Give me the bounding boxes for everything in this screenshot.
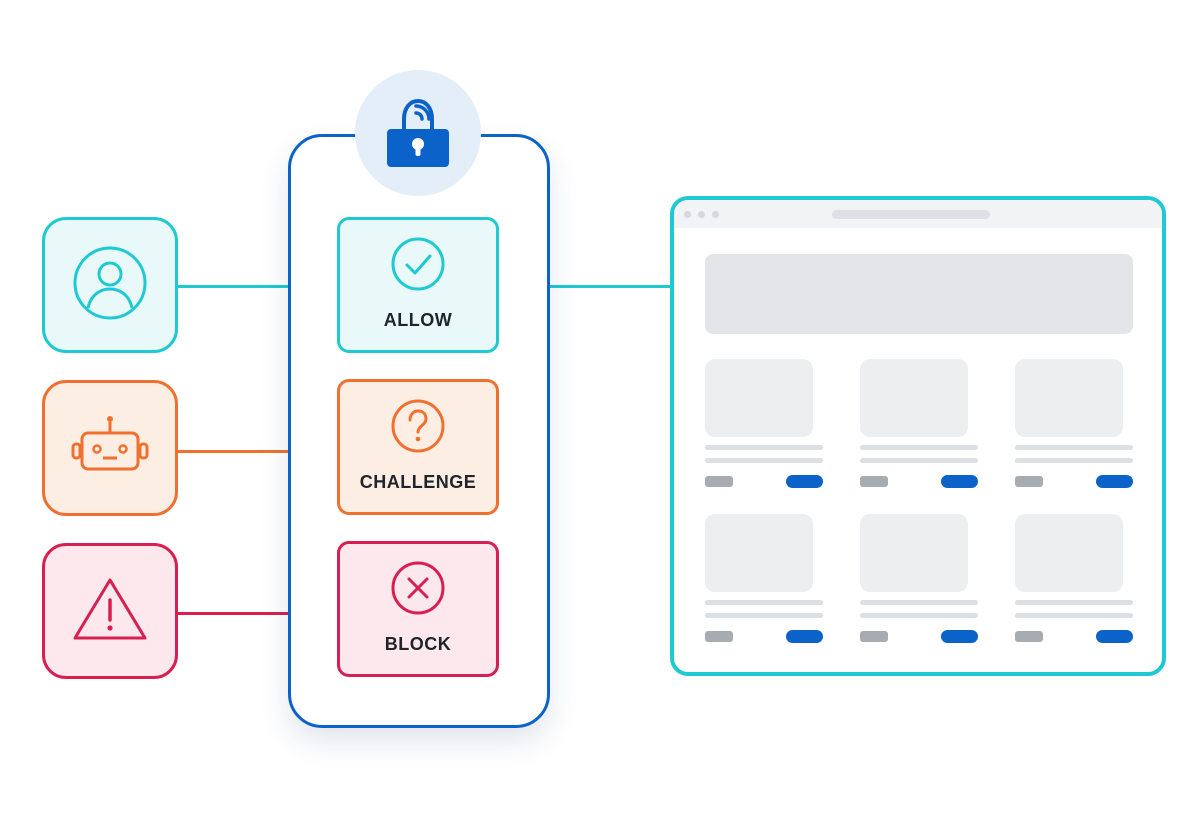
hero-banner <box>705 254 1133 334</box>
user-icon <box>71 244 149 327</box>
card-image <box>1015 514 1123 592</box>
card-text-line <box>1015 445 1133 450</box>
product-card <box>1015 359 1133 495</box>
action-block-label: BLOCK <box>384 634 452 654</box>
card-text-line <box>860 458 978 463</box>
card-action-button[interactable] <box>786 630 823 643</box>
card-image <box>860 359 968 437</box>
question-circle-icon <box>390 398 446 459</box>
card-action-button[interactable] <box>1096 475 1133 488</box>
browser-title-bar <box>674 200 1162 228</box>
connector-threat <box>178 612 290 615</box>
connector-bot <box>178 450 290 453</box>
window-dot <box>698 211 705 218</box>
product-card <box>705 359 823 495</box>
card-action-button[interactable] <box>1096 630 1133 643</box>
action-challenge-label: CHALLENGE <box>359 472 477 492</box>
card-action-button[interactable] <box>786 475 823 488</box>
card-action-button[interactable] <box>941 630 978 643</box>
card-text-line <box>705 613 823 618</box>
connector-user <box>178 285 290 288</box>
card-text-line <box>705 458 823 463</box>
product-card <box>705 514 823 650</box>
card-text-line <box>1015 458 1133 463</box>
card-price-tag <box>860 476 888 487</box>
action-challenge: CHALLENGE <box>337 379 499 515</box>
check-circle-icon <box>390 236 446 297</box>
card-image <box>860 514 968 592</box>
product-card <box>860 514 978 650</box>
address-bar <box>832 210 990 219</box>
card-text-line <box>860 445 978 450</box>
website-window <box>670 196 1166 676</box>
card-action-button[interactable] <box>941 475 978 488</box>
card-text-line <box>705 600 823 605</box>
card-price-tag <box>705 631 733 642</box>
window-dot <box>684 211 691 218</box>
action-allow: ALLOW <box>337 217 499 353</box>
card-text-line <box>1015 600 1133 605</box>
source-bot <box>42 380 178 516</box>
warning-icon <box>70 574 150 649</box>
card-price-tag <box>1015 631 1043 642</box>
lock-icon <box>385 91 451 176</box>
window-dot <box>712 211 719 218</box>
lock-badge <box>355 70 481 196</box>
card-text-line <box>705 445 823 450</box>
x-circle-icon <box>390 560 446 621</box>
robot-icon <box>70 413 150 484</box>
card-price-tag <box>705 476 733 487</box>
action-allow-label: ALLOW <box>383 310 453 330</box>
card-image <box>705 359 813 437</box>
source-threat <box>42 543 178 679</box>
product-card <box>860 359 978 495</box>
product-card <box>1015 514 1133 650</box>
card-image <box>1015 359 1123 437</box>
card-text-line <box>1015 613 1133 618</box>
card-price-tag <box>860 631 888 642</box>
card-text-line <box>860 600 978 605</box>
action-block: BLOCK <box>337 541 499 677</box>
card-text-line <box>860 613 978 618</box>
card-price-tag <box>1015 476 1043 487</box>
source-user <box>42 217 178 353</box>
card-image <box>705 514 813 592</box>
connector-website <box>549 285 672 288</box>
